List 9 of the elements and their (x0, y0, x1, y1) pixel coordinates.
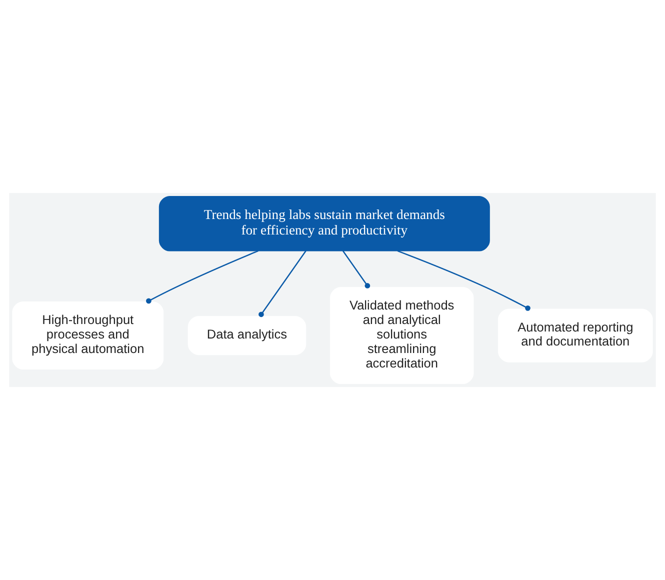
node-box: Validated methods and analytical solutions streamlining accreditation (330, 287, 474, 384)
connector (258, 250, 306, 318)
connector (397, 250, 530, 311)
connector (146, 250, 258, 304)
connector (342, 250, 370, 288)
node-box: Trends helping labs sustain market demands for efficiency and productivity (158, 196, 490, 252)
node-box: Automated reporting and documentation (498, 308, 653, 362)
node-box: Data analytics (188, 316, 306, 356)
node-box: High-throughput processes and physical automation (12, 301, 164, 370)
